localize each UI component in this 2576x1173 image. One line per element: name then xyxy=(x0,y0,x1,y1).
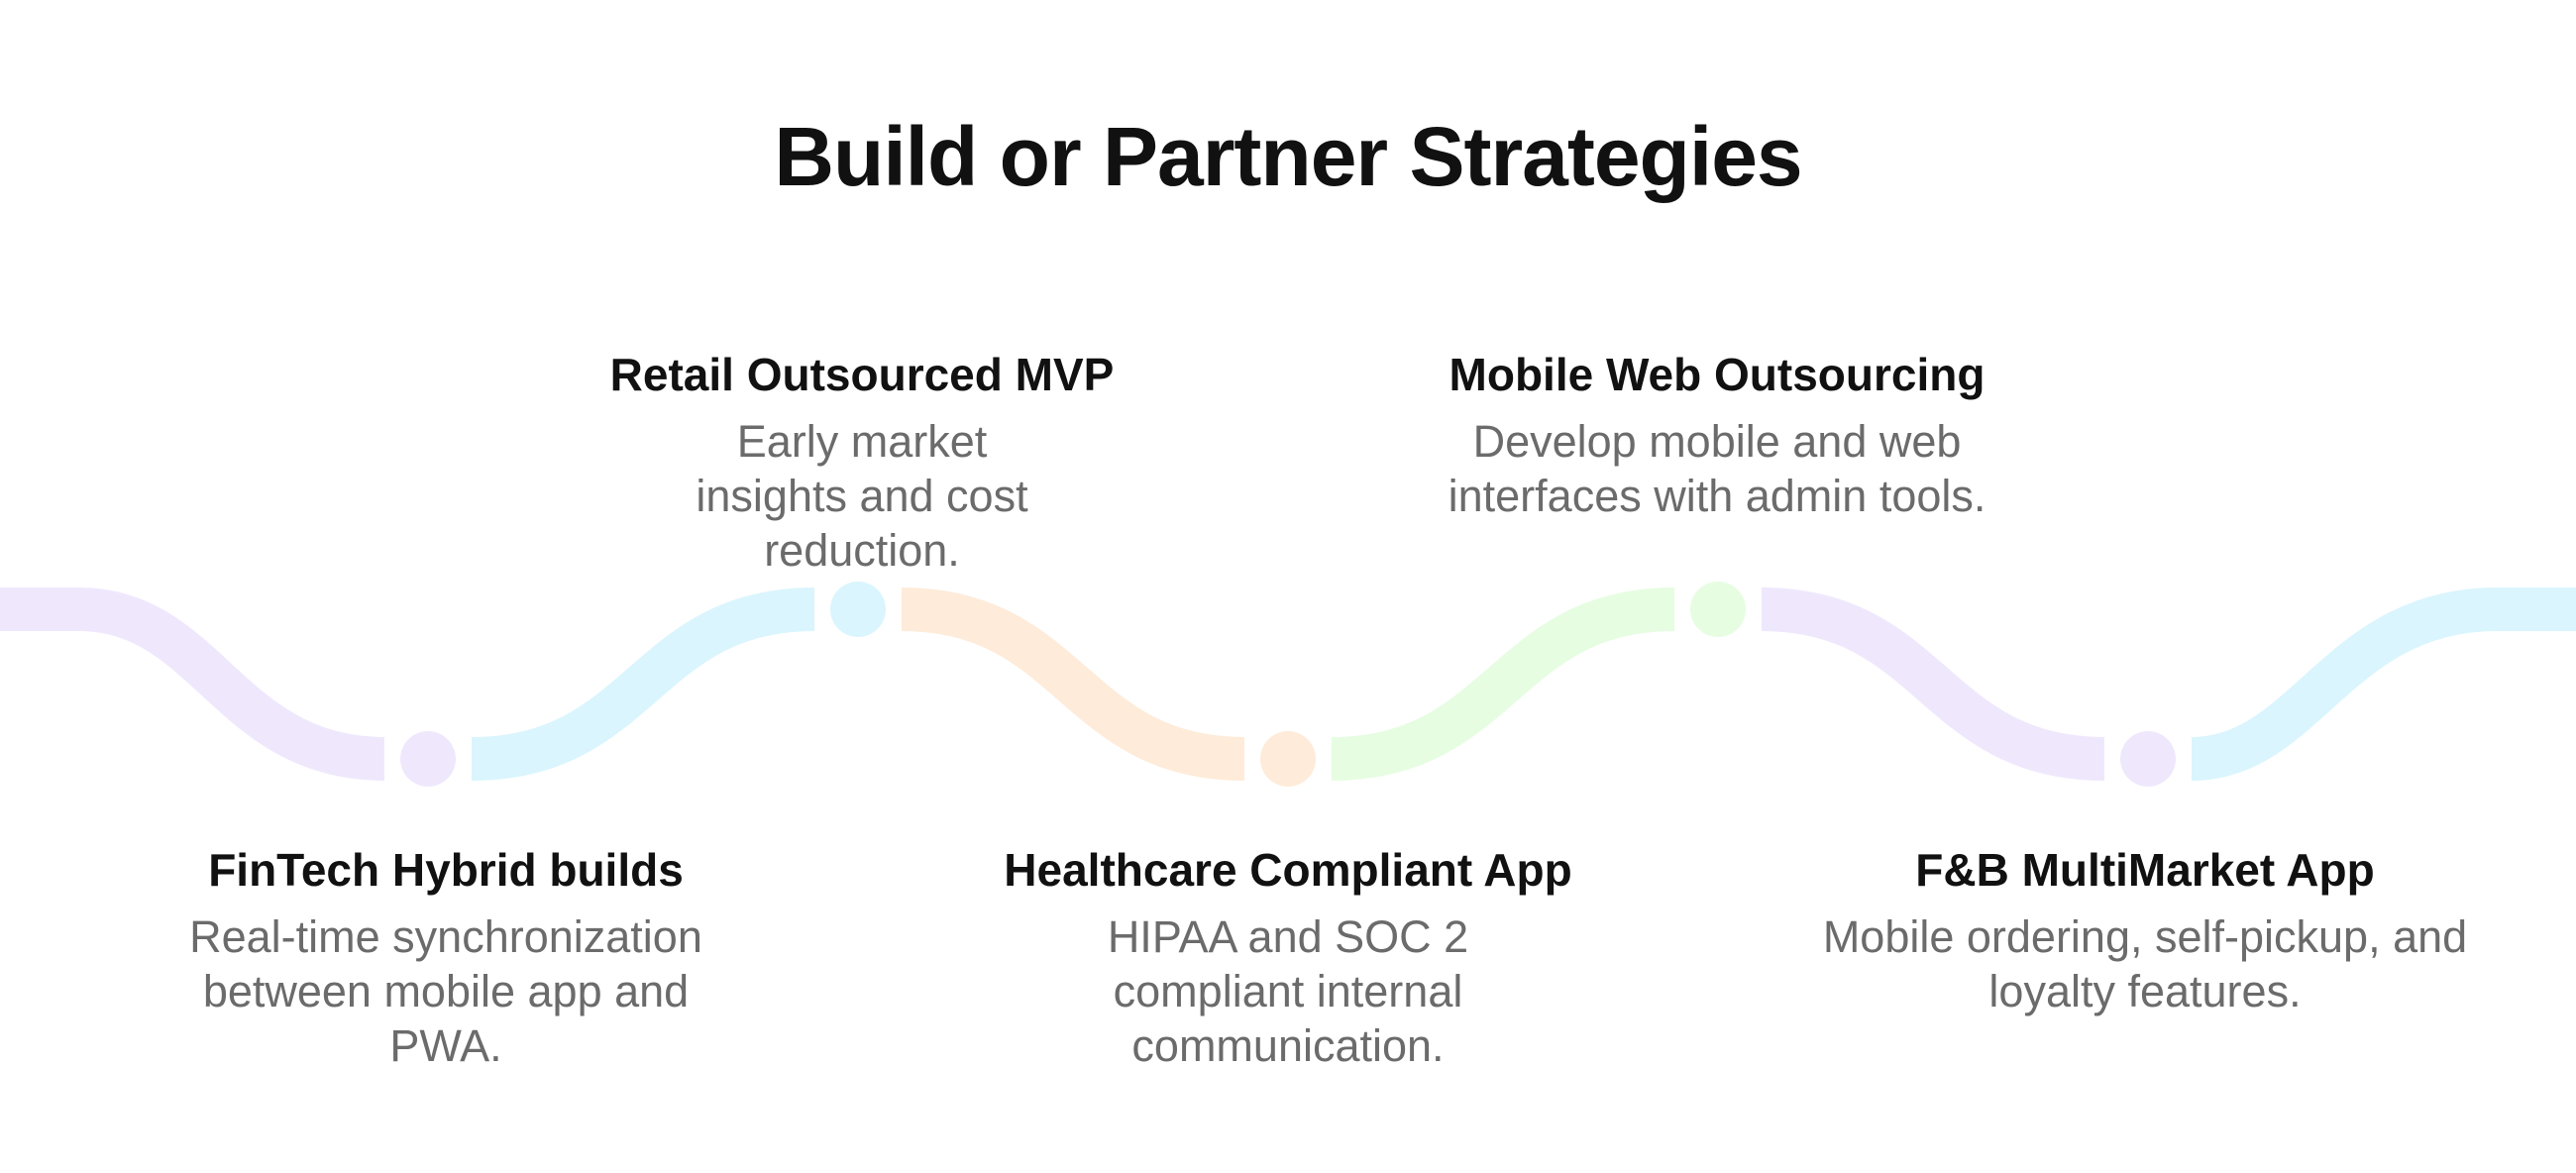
wave-node xyxy=(400,731,456,787)
wave-segment xyxy=(901,587,1245,781)
strategy-title: Mobile Web Outsourcing xyxy=(1449,349,1986,400)
strategy-description: Early market insights and cost reduction… xyxy=(696,416,1028,576)
wave-segment xyxy=(2190,587,2576,781)
strategy-card-fintech: FinTech Hybrid builds Real-time synchron… xyxy=(69,842,822,1073)
wave-node xyxy=(2120,731,2176,787)
strategy-title: Retail Outsourced MVP xyxy=(609,349,1115,400)
wave-node xyxy=(830,582,886,637)
wave-segment xyxy=(1761,587,2105,781)
strategy-card-fnb: F&B MultiMarket App Mobile ordering, sel… xyxy=(1769,842,2522,1018)
strategy-description: Real-time synchronization between mobile… xyxy=(189,911,702,1071)
wave-node xyxy=(1690,582,1746,637)
page-title: Build or Partner Strategies xyxy=(774,110,1802,203)
strategy-card-mobile-web: Mobile Web Outsourcing Develop mobile an… xyxy=(1341,347,2093,523)
strategy-description: Mobile ordering, self-pickup, and loyalt… xyxy=(1822,911,2468,1016)
strategy-description: Develop mobile and web interfaces with a… xyxy=(1448,416,1986,521)
strategy-title: F&B MultiMarket App xyxy=(1915,844,2375,896)
strategy-card-retail: Retail Outsourced MVP Early market insig… xyxy=(485,347,1238,578)
strategy-title: Healthcare Compliant App xyxy=(1004,844,1572,896)
wave-node xyxy=(1260,731,1316,787)
wave-segment xyxy=(471,587,815,781)
strategy-description: HIPAA and SOC 2 compliant internal commu… xyxy=(1107,911,1469,1071)
strategy-title: FinTech Hybrid builds xyxy=(208,844,684,896)
wave-segment xyxy=(0,587,385,781)
strategy-card-healthcare: Healthcare Compliant App HIPAA and SOC 2… xyxy=(912,842,1664,1073)
wave-segment xyxy=(1331,587,1675,781)
